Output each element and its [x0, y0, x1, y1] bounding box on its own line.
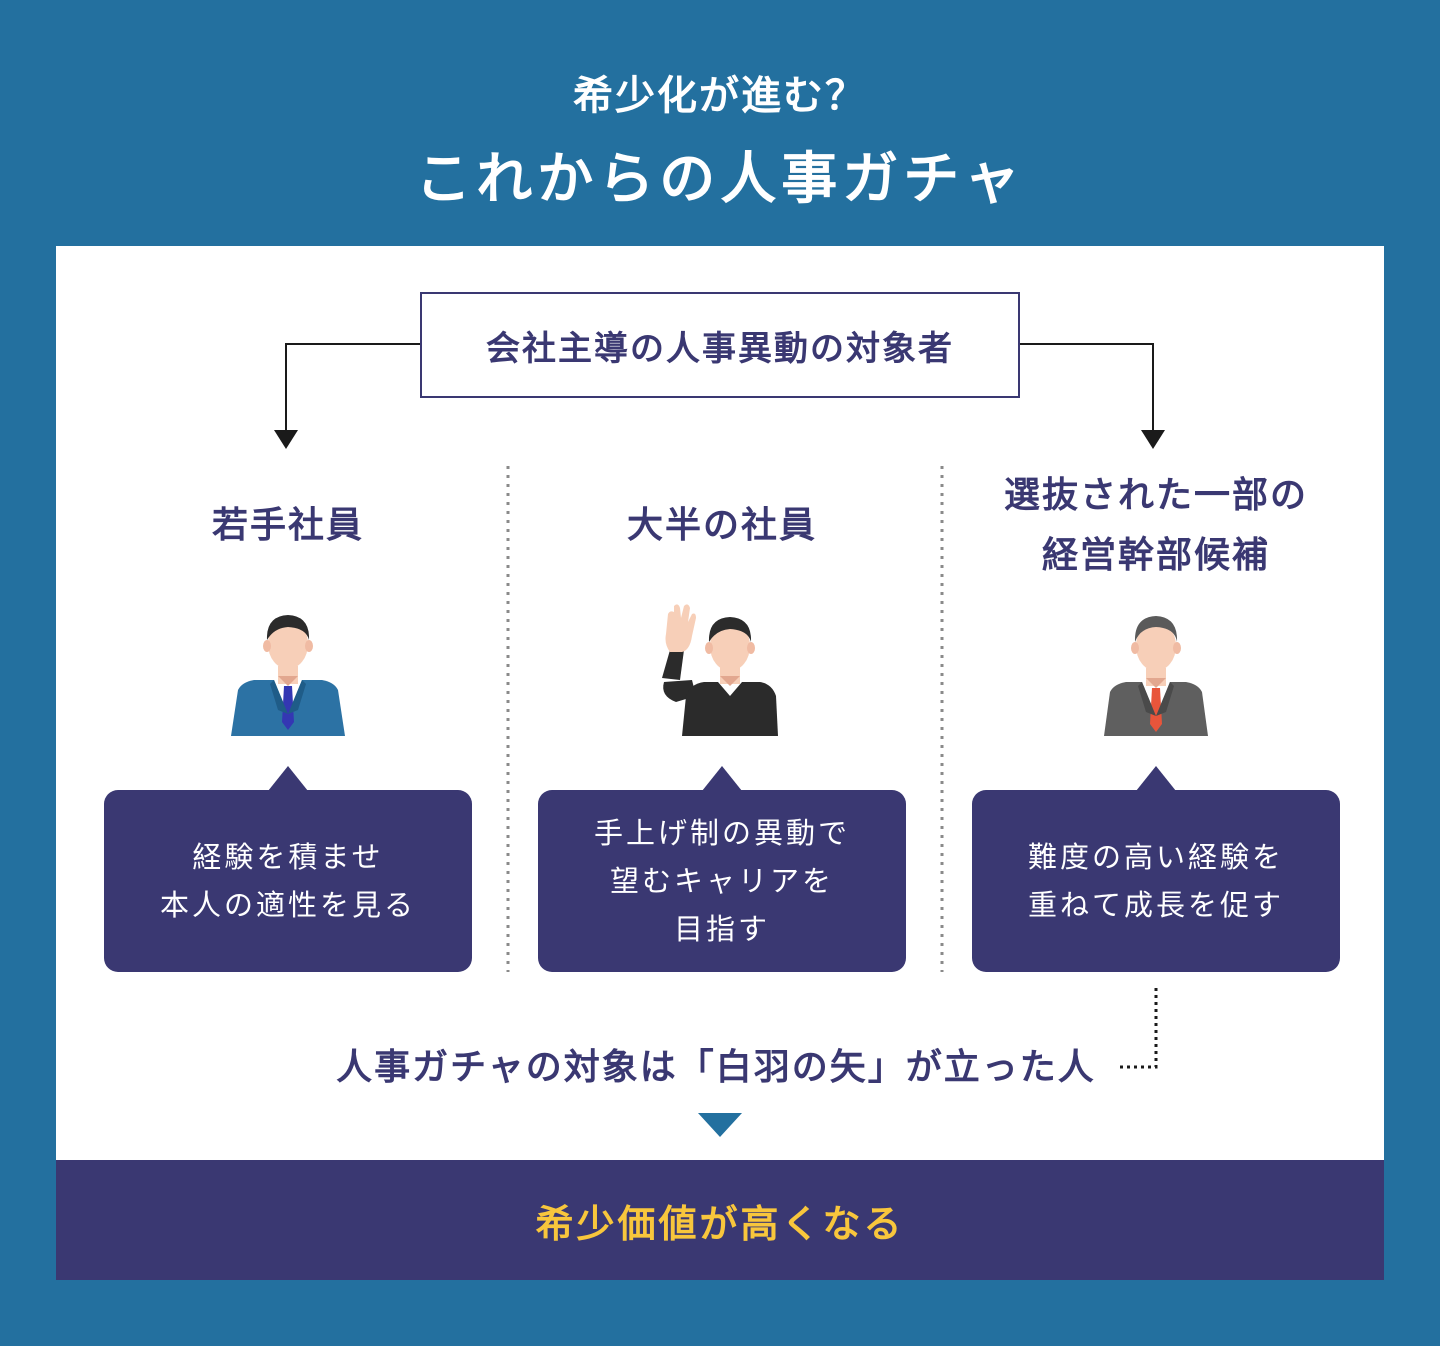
left-connector	[285, 343, 420, 432]
footer-text: 希少価値が高くなる	[535, 1201, 905, 1246]
majority-employee-icon	[662, 604, 778, 736]
bubble-line: 経験を積ませ	[192, 840, 384, 874]
bubble-young: 経験を積ませ 本人の適性を見る	[104, 766, 472, 972]
bubble-line: 本人の適性を見る	[159, 888, 416, 922]
conclusion-connector	[1116, 988, 1158, 1069]
bubble-executive: 難度の高い経験を 重ねて成長を促す	[972, 766, 1340, 972]
content-panel	[56, 246, 1384, 1280]
header-subtitle: 希少化が進む？	[573, 73, 867, 119]
right-connector	[1020, 343, 1154, 432]
header-title: これからの人事ガチャ	[415, 147, 1025, 212]
column-title-young: 若手社員	[88, 496, 488, 556]
young-employee-icon	[231, 615, 345, 736]
left-arrowhead	[274, 430, 298, 449]
bubble-line: 難度の高い経験を	[1027, 840, 1284, 874]
target-group-label: 会社主導の人事異動の対象者	[486, 328, 954, 369]
column-title-executive: 選抜された一部の 経営幹部候補	[956, 466, 1356, 586]
conclusion-text: 人事ガチャの対象は「白羽の矢」が立った人	[336, 1047, 1096, 1088]
column-title-line: 経営幹部候補	[1041, 535, 1270, 576]
bubble-line: 目指す	[673, 912, 770, 946]
conclusion: 人事ガチャの対象は「白羽の矢」が立った人	[0, 1040, 1440, 1096]
right-arrowhead	[1141, 430, 1165, 449]
bubble-line: 手上げ制の異動で	[593, 816, 850, 850]
bubble-majority: 手上げ制の異動で 望むキャリアを 目指す	[538, 766, 906, 972]
bubble-line: 望むキャリアを	[609, 864, 834, 898]
target-group-box: 会社主導の人事異動の対象者	[420, 292, 1020, 398]
column-title-line: 大半の社員	[626, 505, 817, 546]
column-title-line: 選抜された一部の	[1003, 475, 1308, 516]
footer-bar: 希少価値が高くなる	[56, 1160, 1384, 1280]
column-title-majority: 大半の社員	[522, 496, 922, 556]
column-title-line: 若手社員	[211, 505, 364, 546]
down-triangle-icon	[698, 1113, 742, 1137]
executive-candidate-icon	[1104, 616, 1208, 736]
bubble-line: 重ねて成長を促す	[1027, 888, 1284, 922]
